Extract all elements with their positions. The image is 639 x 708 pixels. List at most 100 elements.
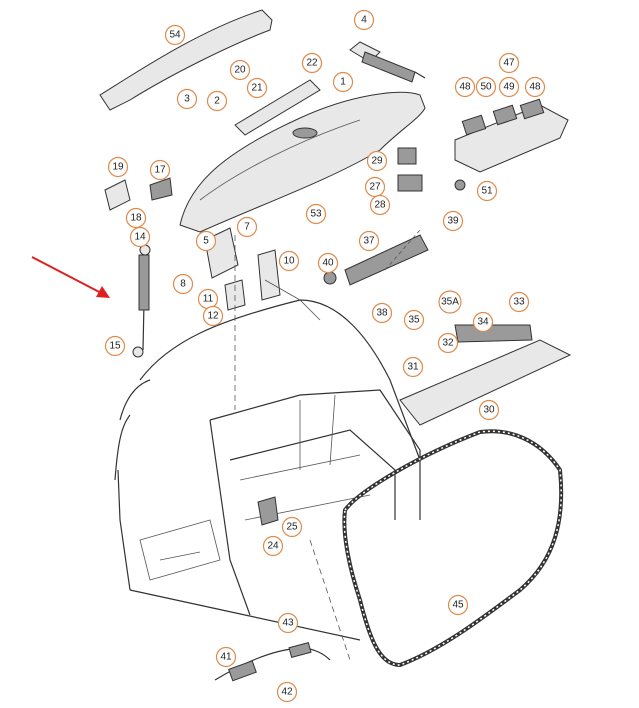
- callout-30: 30: [478, 399, 500, 421]
- callout-circle-3: [176, 88, 198, 110]
- callout-circle-24: [262, 535, 284, 557]
- callout-circle-28: [369, 194, 391, 216]
- callout-label-30: 30: [483, 405, 495, 416]
- callout-34: 34: [472, 311, 494, 333]
- callout-circle-21: [246, 77, 268, 99]
- callout-circle-15: [104, 335, 126, 357]
- callout-label-15: 15: [109, 341, 121, 352]
- callout-label-34: 34: [477, 317, 489, 328]
- callout-circle-8: [172, 273, 194, 295]
- callout-label-20: 20: [234, 65, 246, 76]
- trim-strip-part: [399, 324, 572, 426]
- callout-33: 33: [508, 291, 530, 313]
- car-body-outline: [114, 279, 421, 641]
- callout-38: 38: [371, 302, 393, 324]
- callout-circle-38: [371, 302, 393, 324]
- seal-strip-part: [234, 79, 321, 136]
- callout-circle-35A: [438, 290, 462, 314]
- callout-label-28: 28: [374, 200, 386, 211]
- callout-2: 2: [206, 90, 228, 112]
- guide-lines: [234, 229, 421, 661]
- callout-label-17: 17: [154, 165, 166, 176]
- callout-17: 17: [149, 159, 171, 181]
- callout-circle-53: [305, 203, 327, 225]
- callout-22: 22: [301, 52, 323, 74]
- callout-47: 47: [498, 52, 520, 74]
- callout-48: 48: [524, 76, 546, 98]
- callout-circle-40: [317, 252, 339, 274]
- callout-label-5: 5: [203, 236, 209, 247]
- callout-circle-35: [403, 309, 425, 331]
- callout-label-14: 14: [134, 232, 146, 243]
- callout-label-35A: 35A: [441, 297, 459, 308]
- callout-29: 29: [366, 150, 388, 172]
- callout-circle-54: [164, 24, 186, 46]
- callout-circle-10: [278, 250, 300, 272]
- callout-1: 1: [332, 71, 354, 93]
- lock-actuator-part: [349, 41, 426, 83]
- callout-49: 49: [498, 76, 520, 98]
- callout-circle-18: [125, 207, 147, 229]
- latch-part: [257, 496, 279, 526]
- callout-circle-34: [472, 311, 494, 333]
- callout-label-48: 48: [459, 82, 471, 93]
- callout-circle-48: [454, 76, 476, 98]
- callout-48: 48: [454, 76, 476, 98]
- callout-10: 10: [278, 250, 300, 272]
- callout-3: 3: [176, 88, 198, 110]
- highlight-arrow: [31, 256, 110, 298]
- callout-label-21: 21: [251, 83, 263, 94]
- callout-circle-25: [281, 516, 303, 538]
- callout-circle-19: [107, 156, 129, 178]
- callout-8: 8: [172, 273, 194, 295]
- callout-label-42: 42: [281, 687, 293, 698]
- callout-37: 37: [358, 230, 380, 252]
- callout-label-37: 37: [363, 236, 375, 247]
- callout-circle-50: [475, 76, 497, 98]
- callout-12: 12: [202, 305, 224, 327]
- callout-50: 50: [475, 76, 497, 98]
- callout-label-3: 3: [184, 94, 190, 105]
- callout-circle-22: [301, 52, 323, 74]
- callout-circle-32: [437, 332, 459, 354]
- callout-circle-47: [498, 52, 520, 74]
- callout-4: 4: [353, 9, 375, 31]
- callout-circle-14: [129, 226, 151, 248]
- callout-circle-45: [447, 594, 469, 616]
- callout-label-35: 35: [408, 315, 420, 326]
- rear-spoiler-part: [99, 9, 273, 111]
- callout-label-41: 41: [220, 652, 232, 663]
- callout-label-2: 2: [214, 96, 220, 107]
- callout-18: 18: [125, 207, 147, 229]
- callout-label-11: 11: [203, 294, 214, 305]
- callout-circle-5: [195, 230, 217, 252]
- callout-circle-41: [215, 646, 237, 668]
- door-seal-part: [342, 429, 564, 668]
- callout-7: 7: [236, 216, 258, 238]
- callout-19: 19: [107, 156, 129, 178]
- callout-label-51: 51: [481, 186, 493, 197]
- callout-25: 25: [281, 516, 303, 538]
- callout-circle-17: [149, 159, 171, 181]
- callout-39: 39: [442, 210, 464, 232]
- callout-label-12: 12: [207, 311, 219, 322]
- callout-label-31: 31: [407, 362, 419, 373]
- callout-label-40: 40: [322, 258, 334, 269]
- callout-24: 24: [262, 535, 284, 557]
- callout-43: 43: [277, 612, 299, 634]
- callout-20: 20: [229, 59, 251, 81]
- callout-label-45: 45: [452, 600, 464, 611]
- callout-31: 31: [402, 356, 424, 378]
- callout-28: 28: [369, 194, 391, 216]
- callout-circle-48: [524, 76, 546, 98]
- callout-42: 42: [276, 681, 298, 703]
- callout-51: 51: [476, 180, 498, 202]
- callout-label-48: 48: [529, 82, 541, 93]
- callout-label-49: 49: [503, 82, 515, 93]
- callout-label-1: 1: [340, 77, 346, 88]
- callout-circle-7: [236, 216, 258, 238]
- callout-label-7: 7: [244, 222, 250, 233]
- callout-label-10: 10: [283, 256, 295, 267]
